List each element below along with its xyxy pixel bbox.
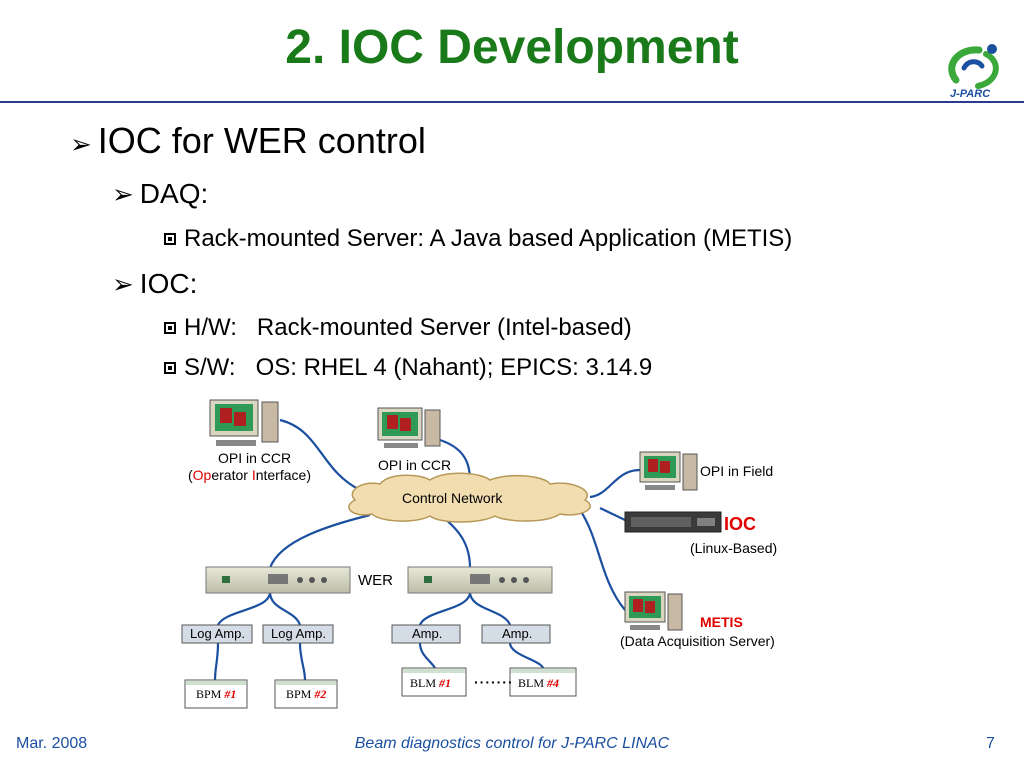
- network-cables: [213, 418, 641, 681]
- ioc-label: IOC: [724, 514, 757, 534]
- arrow-bullet-icon: ➢: [70, 129, 92, 159]
- amp-boxes: [181, 624, 551, 644]
- control-network-label: Control Network: [402, 490, 503, 506]
- page-number: 7: [986, 735, 995, 752]
- bullet-ioc: ➢IOC:: [112, 268, 198, 299]
- square-bullet-icon: [164, 322, 176, 334]
- metis-label: METIS: [700, 614, 743, 630]
- opi-ccr-1-computer-icon: [209, 399, 279, 446]
- logo-text: J-PARC: [950, 88, 991, 100]
- metis-sub-label: (Data Acquisition Server): [620, 633, 775, 649]
- log-amp-2-label: Log Amp.: [271, 626, 326, 641]
- blm-4-label: BLM #4: [518, 676, 560, 690]
- bullet-ioc-wer: ➢IOC for WER control: [70, 120, 426, 161]
- amp-1-label: Amp.: [412, 626, 443, 641]
- bpm-1-label: BPM #1: [196, 687, 237, 701]
- wer-chassis-2-icon: [407, 566, 553, 594]
- square-bullet-icon: [164, 233, 176, 245]
- ioc-sub-label: (Linux-Based): [690, 540, 778, 556]
- network-diagram: [181, 399, 722, 709]
- square-bullet-icon: [164, 362, 176, 374]
- metis-computer-icon: [624, 591, 683, 631]
- opi-ccr-1-label: OPI in CCR: [218, 450, 292, 466]
- title-divider: [0, 101, 1024, 103]
- bullet-daq: ➢DAQ:: [112, 178, 209, 209]
- arrow-bullet-icon: ➢: [112, 269, 134, 299]
- opi-field-label: OPI in Field: [700, 463, 774, 479]
- bullet-sw: S/W: OS: RHEL 4 (Nahant); EPICS: 3.14.9: [164, 354, 652, 382]
- slide-title: 2. IOC Development: [285, 21, 739, 74]
- amp-2-label: Amp.: [502, 626, 533, 641]
- bullet-hw: H/W: Rack-mounted Server (Intel-based): [164, 314, 632, 342]
- j-parc-logo: [948, 44, 999, 89]
- wer-label: WER: [358, 572, 393, 589]
- bpm-2-label: BPM #2: [286, 687, 327, 701]
- footer-title: Beam diagnostics control for J-PARC LINA…: [354, 735, 670, 752]
- opi-ccr-2-computer-icon: [377, 407, 441, 448]
- blm-ellipsis: ·······: [474, 674, 514, 690]
- opi-field-computer-icon: [639, 451, 698, 491]
- opi-ccr-2-label: OPI in CCR: [378, 457, 452, 473]
- footer-date: Mar. 2008: [16, 735, 88, 752]
- arrow-bullet-icon: ➢: [112, 179, 134, 209]
- operator-interface-label: (Operator Interface): [188, 467, 311, 483]
- ioc-rack-server-icon: [624, 511, 722, 533]
- control-network-cloud: [348, 472, 591, 523]
- blm-1-label: BLM #1: [410, 676, 452, 690]
- wer-chassis-1-icon: [205, 566, 351, 594]
- bullet-daq-item: Rack-mounted Server: A Java based Applic…: [164, 225, 792, 253]
- log-amp-1-label: Log Amp.: [190, 626, 245, 641]
